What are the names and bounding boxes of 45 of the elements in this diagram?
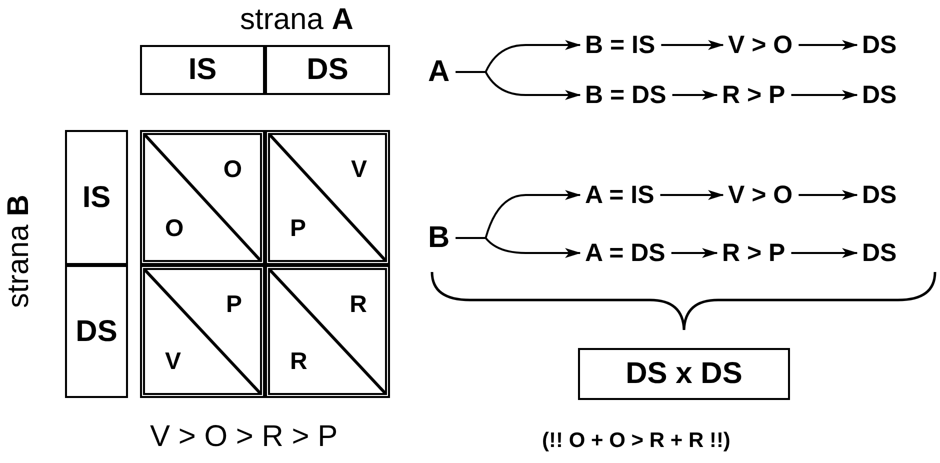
tree-label: R > P — [722, 80, 786, 110]
arrow — [671, 248, 718, 258]
strategy-header: IS — [140, 45, 265, 95]
arrow — [791, 90, 858, 100]
payoff-row-player: R — [290, 349, 308, 375]
strategy-header: DS — [265, 45, 390, 95]
ranking-note: V > O > R > P — [150, 420, 338, 454]
tree-label: V > O — [728, 180, 793, 210]
arrow — [661, 40, 724, 50]
axis-title: strana B — [2, 194, 36, 308]
tree-label: A — [428, 57, 450, 87]
arrow — [456, 71, 581, 100]
payoff-column-player: P — [226, 292, 242, 318]
payoff-cell — [140, 265, 265, 398]
payoff-row-player: V — [165, 349, 182, 375]
tree-label: A = IS — [585, 180, 654, 210]
tree-label: DS — [862, 180, 897, 210]
payoff-cell — [265, 265, 390, 398]
payoff-cell — [140, 130, 265, 265]
payoff-cell — [265, 130, 390, 265]
tree-label: DS — [862, 238, 897, 268]
payoff-column-player: R — [350, 292, 367, 318]
tree-label: A = DS — [585, 238, 666, 268]
arrow — [456, 237, 581, 258]
strategy-header: DS — [65, 265, 128, 398]
strategy-header: IS — [65, 130, 128, 265]
tree-label: B = DS — [585, 80, 666, 110]
axis-title: strana A — [240, 3, 354, 37]
arrow — [798, 190, 858, 200]
payoff-column-player: V — [350, 157, 367, 183]
tree-label: B = IS — [585, 30, 656, 60]
arrow — [791, 248, 858, 258]
tree-label: R > P — [722, 238, 786, 268]
payoff-row-player: P — [290, 216, 306, 242]
arrow — [672, 90, 718, 100]
payoff-row-player: O — [165, 216, 184, 242]
arrow — [660, 190, 724, 200]
payoff-column-player: O — [223, 157, 242, 183]
tree-label: B — [428, 223, 450, 253]
tree-label: V > O — [728, 30, 793, 60]
note: (!! O + O > R + R !!) — [542, 428, 730, 454]
tree-label: DS — [862, 30, 897, 60]
tree-label: DS — [862, 80, 897, 110]
arrow — [798, 40, 858, 50]
result-box: DS x DS — [578, 348, 790, 400]
